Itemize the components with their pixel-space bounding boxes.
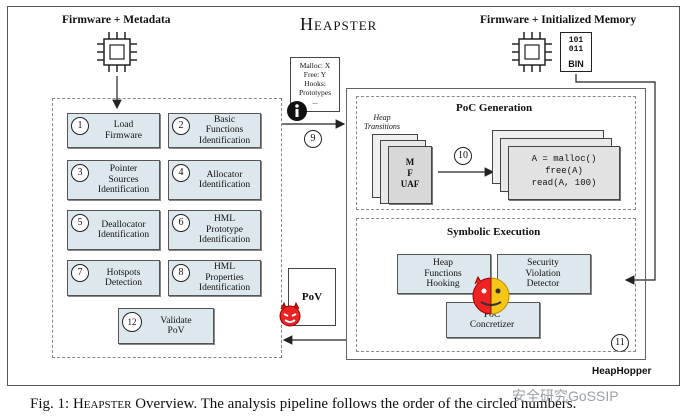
step-hml-properties-identification: 8 HML Properties Identification [168,260,261,296]
code-line: read(A, 100) [531,178,597,188]
watermark: 安全研究GoSSIP [512,388,619,404]
transition-letter: F [407,168,413,178]
step-10-marker: 10 [454,147,472,165]
chip-icon-right [512,32,552,72]
symbolic-execution-title: Symbolic Execution [447,226,541,238]
step-basic-functions-identification: 2 Basic Functions Identification [168,113,261,148]
step-hotspots-detection: 7 Hotspots Detection [67,260,160,296]
step-label: HML Properties Identification [198,262,251,294]
half-devil-face-icon [472,276,510,315]
note-line: ... [312,97,318,106]
step-number: 1 [71,117,89,135]
figure-frame [7,6,680,386]
step-label: HML Prototype Identification [198,214,251,246]
step-number: 4 [172,164,190,182]
poc-code-card: A = malloc() free(A) read(A, 100) [508,146,620,200]
transition-letter: M [405,157,415,167]
step-9-marker: 9 [304,130,322,148]
step-pointer-sources-identification: 3 Pointer Sources Identification [67,160,160,200]
step-label: Allocator Identification [198,169,251,191]
heapster-pipeline-panel [52,98,282,358]
symbolic-execution-panel [356,218,636,352]
step-allocator-identification: 4 Allocator Identification [168,160,261,200]
step-label: Basic Functions Identification [198,114,251,146]
devil-icon [279,302,301,327]
caption-tool-name: Heapster [72,396,132,412]
transition-letter: UAF [400,179,420,189]
bin-line-1: 101 [568,36,584,45]
step-hml-prototype-identification: 6 HML Prototype Identification [168,210,261,250]
bin-label: BIN [568,59,584,69]
note-line: Malloc: X [299,61,331,70]
poc-generation-panel [356,96,636,210]
step-label: Validate PoV [160,315,192,337]
heap-transitions-label: Heap Transitions [363,113,400,131]
box-label: PoC Concretizer [469,309,515,331]
code-line: free(A) [545,166,583,176]
info-icon [287,101,307,121]
step-number: 6 [172,214,190,232]
code-line: A = malloc() [531,154,597,164]
bin-line-2: 011 [568,45,584,54]
step-number: 3 [71,164,89,182]
box-label: Heap Functions Hooking [424,258,462,290]
step-label: Deallocator Identification [97,219,150,241]
right-header: Firmware + Initialized Memory [480,14,637,26]
pov-label: PoV [301,291,323,303]
left-header: Firmware + Metadata [62,14,171,26]
note-line: Prototypes [298,88,332,97]
step-load-firmware: 1 Load Firmware [67,113,160,148]
poc-generation-title: PoC Generation [456,102,533,114]
step-number: 12 [122,312,142,332]
step-label: Pointer Sources Identification [97,164,150,196]
security-violation-detector-box: Security Violation Detector [497,254,591,294]
figure-title: Heapster [300,14,378,34]
step-number: 7 [71,264,89,282]
step-label: Hotspots Detection [105,267,142,289]
step-deallocator-identification: 5 Deallocator Identification [67,210,160,250]
step-number: 5 [71,214,89,232]
heaphopper-panel [346,88,646,360]
bin-file-icon: 101 011 BIN [560,32,592,72]
note-line: Hooks: [304,79,326,88]
step-number: 2 [172,117,190,135]
step-label: Load Firmware [105,120,142,141]
caption-prefix: Fig. 1: [30,396,73,412]
chip-icon [97,32,137,72]
step-validate-pov: 12 Validate PoV [118,308,214,344]
step-number: 8 [172,264,190,282]
heaphopper-label: HeapHopper [592,366,652,377]
figure-caption: Fig. 1: Heapster Overview. The analysis … [30,396,576,413]
note-line: Free: Y [303,70,327,79]
transition-card-front: M F UAF [388,146,432,204]
caption-text: Overview. The analysis pipeline follows … [131,396,577,412]
box-label: Security Violation Detector [525,258,561,290]
